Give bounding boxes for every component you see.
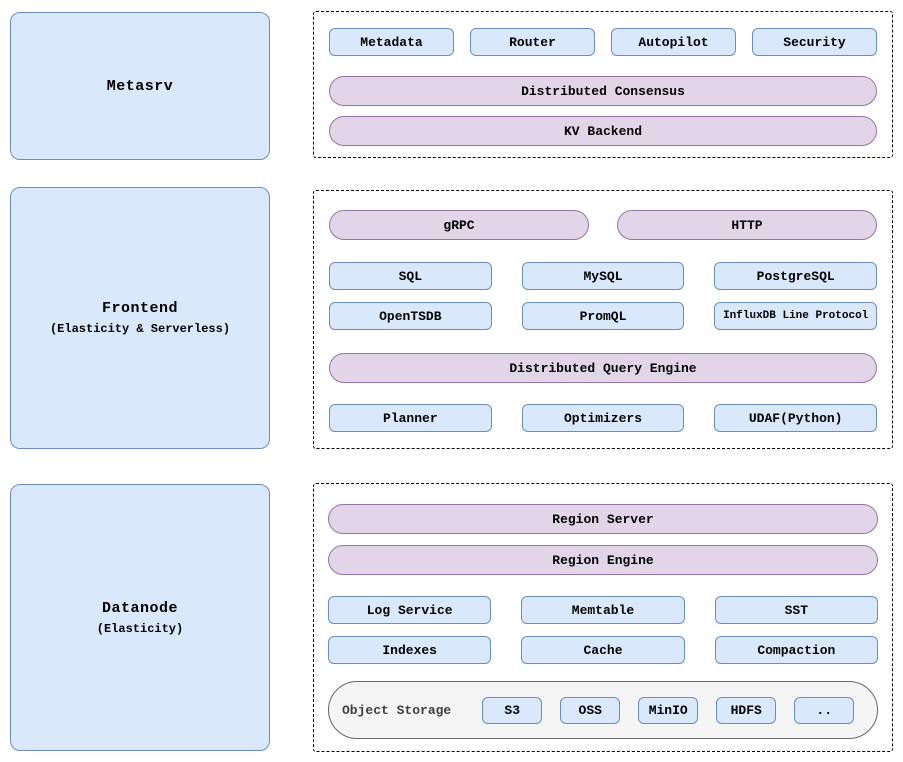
protocols-row-2: OpenTSDB PromQL InfluxDB Line Protocol bbox=[329, 302, 878, 330]
engine-component-box: Planner bbox=[329, 404, 492, 432]
datanode-component-box: Indexes bbox=[328, 636, 492, 664]
datanode-component-box: Compaction bbox=[714, 636, 878, 664]
metasrv-title: Metasrv bbox=[106, 77, 174, 95]
component-box: Metadata bbox=[329, 28, 454, 56]
storage-backends-row: S3 OSS MinIO HDFS.. bbox=[482, 696, 855, 724]
protocol-box: PromQL bbox=[521, 302, 685, 330]
protocol-box: InfluxDB Line Protocol bbox=[714, 302, 878, 330]
frontend-panel: gRPC HTTP SQL MySQL PostgreSQL OpenTSDB Prom… bbox=[313, 190, 893, 449]
distributed-consensus-pill: Distributed Consensus bbox=[329, 76, 877, 106]
metasrv-node-box: Metasrv bbox=[10, 12, 270, 160]
protocol-box: SQL bbox=[329, 262, 492, 290]
datanode-node-box: Datanode (Elasticity) bbox=[10, 484, 270, 751]
metasrv-panel: Metadata Router Autopilot Security Distribu… bbox=[313, 11, 893, 158]
protocols-row-1: SQL MySQL PostgreSQL bbox=[329, 262, 878, 290]
region-engine-pill: Region Engine bbox=[328, 545, 878, 575]
component-box: Security bbox=[752, 28, 877, 56]
component-box: Autopilot bbox=[611, 28, 736, 56]
storage-backend-chip: OSS bbox=[560, 696, 621, 724]
object-storage-label: Object Storage bbox=[342, 702, 452, 718]
storage-backend-chip: MinIO bbox=[638, 696, 699, 724]
kv-backend-pill: KV Backend bbox=[329, 116, 877, 146]
distributed-query-engine-pill: Distributed Query Engine bbox=[329, 353, 877, 383]
frontend-subtitle: (Elasticity & Serverless) bbox=[49, 322, 231, 336]
transport-pill: gRPC bbox=[329, 210, 589, 240]
frontend-title: Frontend bbox=[101, 300, 178, 317]
storage-backend-chip: HDFS bbox=[716, 696, 777, 724]
datanode-components-row-1: Log Service Memtable SST bbox=[328, 596, 878, 624]
engine-component-box: UDAF(Python) bbox=[714, 404, 878, 432]
object-storage-container: Object Storage S3 OSS MinIO HDFS.. bbox=[328, 681, 878, 739]
protocol-box: OpenTSDB bbox=[329, 302, 492, 330]
metasrv-components-row: Metadata Router Autopilot Security bbox=[329, 28, 877, 56]
datanode-component-box: SST bbox=[714, 596, 878, 624]
component-box: Router bbox=[470, 28, 595, 56]
storage-backend-chip: .. bbox=[794, 696, 855, 724]
datanode-subtitle: (Elasticity) bbox=[96, 621, 184, 636]
protocol-box: PostgreSQL bbox=[714, 262, 878, 290]
frontend-node-box: Frontend (Elasticity & Serverless) bbox=[10, 187, 270, 449]
storage-backend-chip: S3 bbox=[482, 696, 543, 724]
protocol-box: MySQL bbox=[521, 262, 685, 290]
transport-pills-row: gRPC HTTP bbox=[329, 210, 877, 240]
engine-components-row: Planner Optimizers UDAF(Python) bbox=[329, 404, 878, 432]
datanode-component-box: Cache bbox=[521, 636, 685, 664]
datanode-component-box: Memtable bbox=[521, 596, 685, 624]
datanode-component-box: Log Service bbox=[328, 596, 492, 624]
engine-component-box: Optimizers bbox=[521, 404, 685, 432]
region-server-pill: Region Server bbox=[328, 504, 878, 534]
datanode-title: Datanode bbox=[101, 599, 178, 617]
datanode-components-row-2: Indexes Cache Compaction bbox=[328, 636, 878, 664]
transport-pill: HTTP bbox=[617, 210, 877, 240]
